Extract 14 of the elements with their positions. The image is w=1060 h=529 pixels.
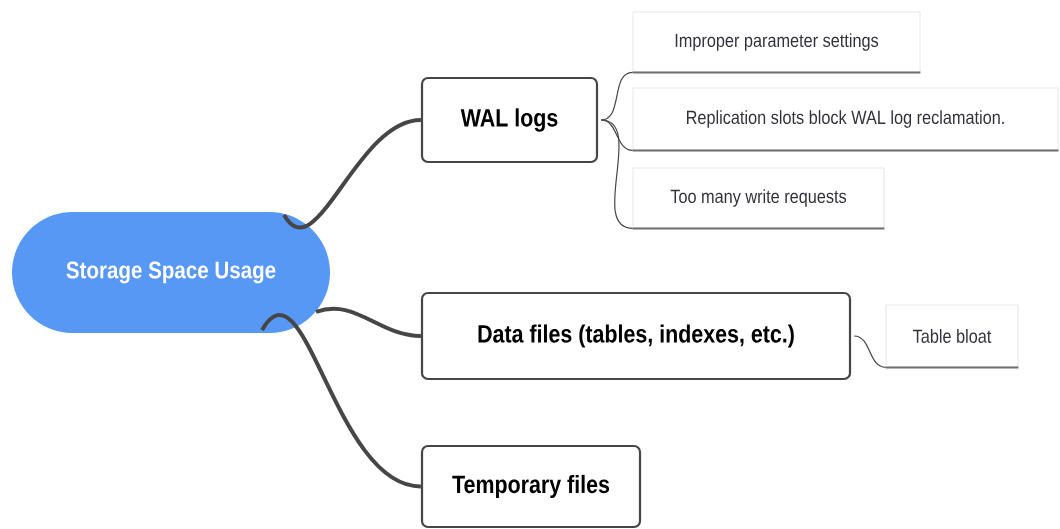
connector-line <box>600 119 634 229</box>
connector-line <box>600 71 634 121</box>
connector-line <box>853 335 887 368</box>
topic-box: Data files (tables, indexes, etc.) <box>420 291 852 381</box>
connector-line <box>282 118 422 230</box>
connector-line <box>315 306 422 338</box>
subtopic-box: Replication slots block WAL log reclamation. <box>631 87 1060 152</box>
subtopic-box: Improper parameter settings <box>631 11 922 74</box>
topic-pill: Storage Space Usage <box>12 212 330 333</box>
topic-box: WAL logs <box>420 76 599 164</box>
subtopic-box: Table bloat <box>884 304 1020 369</box>
subtopic-box: Too many write requests <box>631 167 886 230</box>
topic-box: Temporary files <box>420 444 642 529</box>
connector-line <box>260 313 422 489</box>
